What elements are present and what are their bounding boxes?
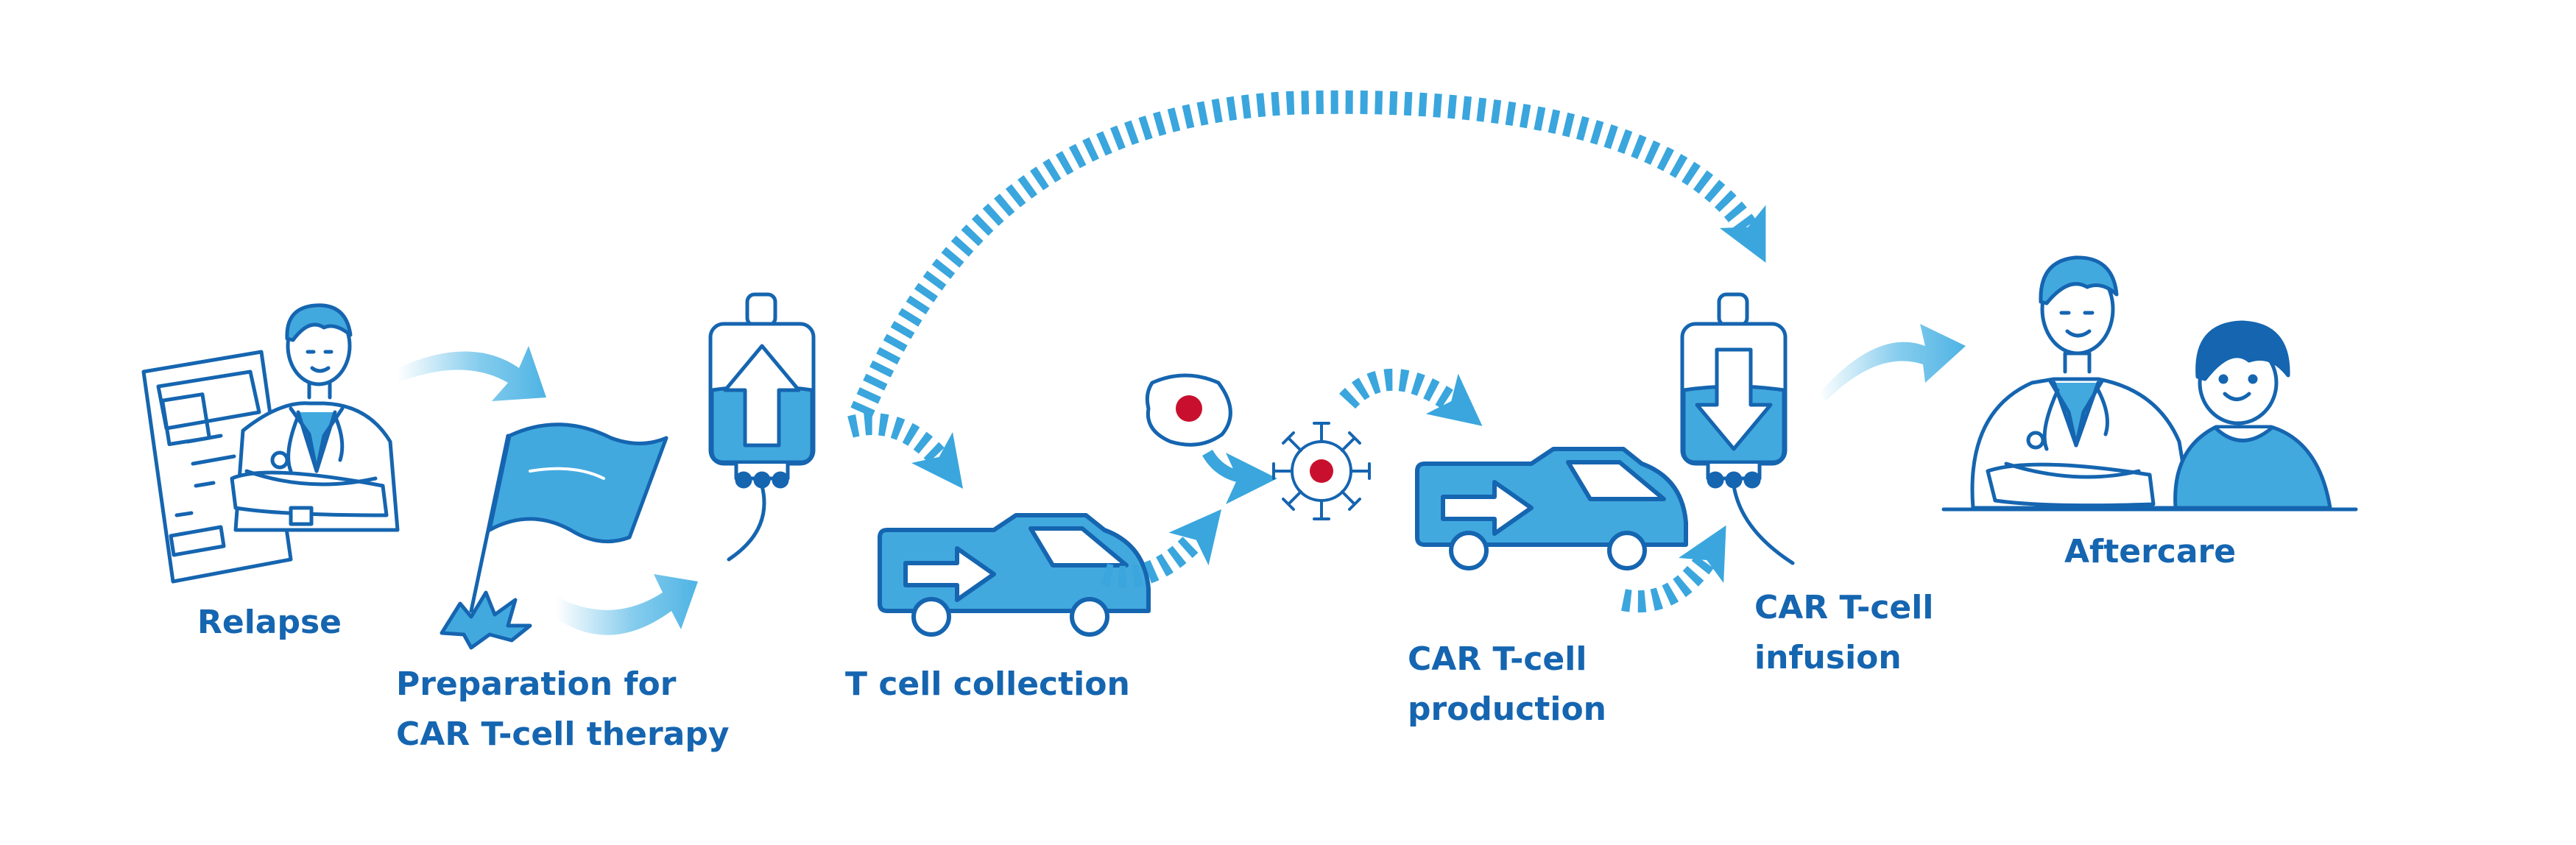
infusion-bag-down-icon	[1680, 292, 1795, 565]
infusion-bag-up-icon	[708, 292, 816, 562]
step-label-preparation-line2: CAR T-cell therapy	[396, 715, 730, 753]
step-label-infusion: CAR T-cell infusion	[1754, 583, 1933, 683]
step-label-production-line1: CAR T-cell	[1408, 640, 1587, 678]
flow-arrow	[1202, 449, 1277, 504]
step-label-relapse: Relapse	[197, 604, 342, 641]
step-label-infusion-line1: CAR T-cell	[1754, 589, 1934, 626]
step-label-preparation: Preparation for CAR T-cell therapy	[396, 660, 730, 760]
step-label-collection: T cell collection	[845, 665, 1130, 703]
step-label-infusion-line2: infusion	[1754, 639, 1902, 676]
doctor-with-chart-icon	[141, 303, 400, 584]
step-label-production-line2: production	[1408, 690, 1606, 728]
step-label-preparation-line1: Preparation for	[396, 665, 677, 703]
flow-arrow	[556, 574, 698, 635]
transport-van-icon	[1415, 447, 1688, 570]
step-label-production: CAR T-cell production	[1408, 634, 1606, 735]
flow-arrow	[398, 346, 546, 401]
dashed-arc-arrow	[850, 90, 1767, 417]
step-label-aftercare: Aftercare	[2064, 533, 2237, 570]
doctor-and-patient-icon	[1941, 255, 2358, 512]
dashed-flow-arrow	[1338, 368, 1483, 426]
flow-arrow	[1818, 324, 1966, 401]
flag-icon	[440, 422, 668, 650]
dashed-flow-arrow	[847, 413, 964, 489]
transport-van-icon	[878, 513, 1151, 637]
t-cell-icon	[1145, 373, 1232, 447]
car-t-cell-icon	[1272, 422, 1371, 520]
